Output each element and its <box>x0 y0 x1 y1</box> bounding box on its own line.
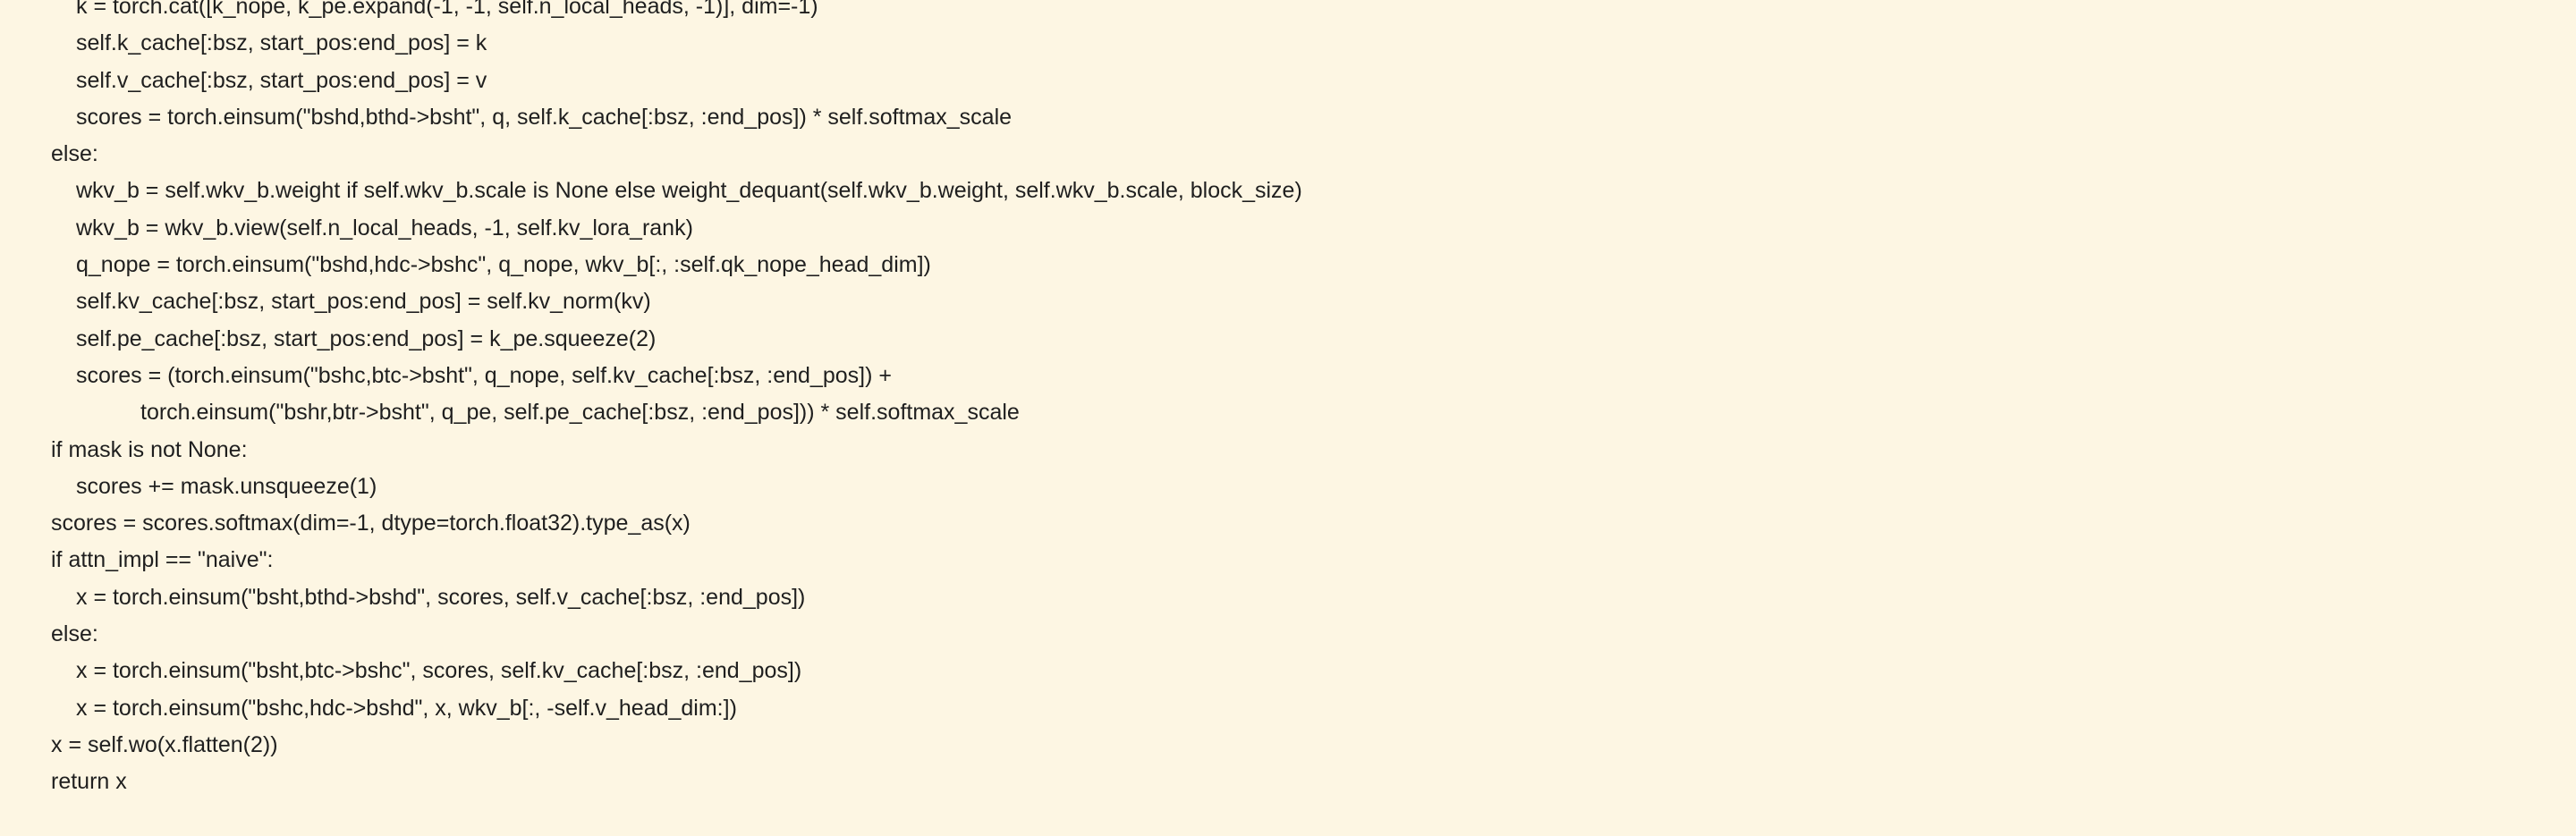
code-line: wkv_b = wkv_b.view(self.n_local_heads, -… <box>0 210 2576 247</box>
code-line-text: k = torch.cat([k_nope, k_pe.expand(-1, -… <box>76 0 818 19</box>
code-line-text: x = torch.einsum("bsht,btc->bshc", score… <box>76 658 802 684</box>
code-line-text: q_nope = torch.einsum("bshd,hdc->bshc", … <box>76 252 931 278</box>
code-line: x = torch.einsum("bshc,hdc->bshd", x, wk… <box>0 690 2576 727</box>
code-line-text: x = torch.einsum("bshc,hdc->bshd", x, wk… <box>76 695 737 721</box>
code-line-text: scores = (torch.einsum("bshc,btc->bsht",… <box>76 362 892 388</box>
code-line: else: <box>0 616 2576 653</box>
code-line: self.v_cache[:bsz, start_pos:end_pos] = … <box>0 63 2576 99</box>
code-line-text: wkv_b = self.wkv_b.weight if self.wkv_b.… <box>76 178 1302 204</box>
code-line-text: self.k_cache[:bsz, start_pos:end_pos] = … <box>76 30 487 56</box>
code-line-text: self.kv_cache[:bsz, start_pos:end_pos] =… <box>76 289 651 315</box>
code-line: if mask is not None: <box>0 432 2576 469</box>
code-line-text: self.v_cache[:bsz, start_pos:end_pos] = … <box>76 67 487 93</box>
code-line: x = torch.einsum("bsht,btc->bshc", score… <box>0 653 2576 689</box>
code-line: scores = (torch.einsum("bshc,btc->bsht",… <box>0 358 2576 394</box>
code-line: x = torch.einsum("bsht,bthd->bshd", scor… <box>0 579 2576 616</box>
code-line-text: wkv_b = wkv_b.view(self.n_local_heads, -… <box>76 215 693 241</box>
code-line: scores += mask.unsqueeze(1) <box>0 469 2576 505</box>
code-line: else: <box>0 136 2576 173</box>
code-line-text: torch.einsum("bshr,btr->bsht", q_pe, sel… <box>140 400 1020 426</box>
code-line: scores = torch.einsum("bshd,bthd->bsht",… <box>0 99 2576 136</box>
code-line-text: return x <box>51 769 127 795</box>
code-line: torch.einsum("bshr,btr->bsht", q_pe, sel… <box>0 394 2576 431</box>
code-line-text: self.pe_cache[:bsz, start_pos:end_pos] =… <box>76 325 657 351</box>
code-line-text: scores += mask.unsqueeze(1) <box>76 473 377 499</box>
code-line: k = torch.cat([k_nope, k_pe.expand(-1, -… <box>0 0 2576 25</box>
code-line: wkv_b = self.wkv_b.weight if self.wkv_b.… <box>0 173 2576 209</box>
code-line-text: x = torch.einsum("bsht,bthd->bshd", scor… <box>76 584 806 610</box>
code-line: self.k_cache[:bsz, start_pos:end_pos] = … <box>0 25 2576 62</box>
code-line: x = self.wo(x.flatten(2)) <box>0 727 2576 764</box>
code-line-text: else: <box>51 141 98 167</box>
code-line: self.kv_cache[:bsz, start_pos:end_pos] =… <box>0 283 2576 320</box>
code-line: q_nope = torch.einsum("bshd,hdc->bshc", … <box>0 247 2576 283</box>
code-line: scores = scores.softmax(dim=-1, dtype=to… <box>0 505 2576 542</box>
code-line-text: if mask is not None: <box>51 436 248 462</box>
code-line: if attn_impl == "naive": <box>0 542 2576 578</box>
code-line: self.pe_cache[:bsz, start_pos:end_pos] =… <box>0 321 2576 358</box>
code-line-text: scores = torch.einsum("bshd,bthd->bsht",… <box>76 104 1013 130</box>
code-line-text: x = self.wo(x.flatten(2)) <box>51 731 278 757</box>
code-line-text: if attn_impl == "naive": <box>51 547 274 573</box>
code-line: return x <box>0 764 2576 800</box>
code-line-text: scores = scores.softmax(dim=-1, dtype=to… <box>51 511 691 536</box>
code-line-text: else: <box>51 621 98 647</box>
